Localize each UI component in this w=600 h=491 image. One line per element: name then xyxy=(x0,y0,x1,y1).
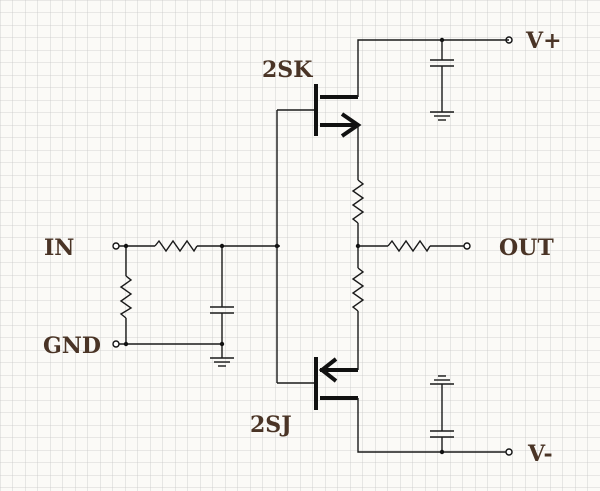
input-series-resistor xyxy=(154,239,198,253)
lower-source-resistor xyxy=(351,267,365,312)
gate-bus xyxy=(276,109,316,384)
source-network xyxy=(351,179,464,370)
output-resistor xyxy=(387,239,431,253)
vminus-decoupling-capacitor xyxy=(430,375,454,455)
input-network xyxy=(119,239,280,367)
label-gnd: GND xyxy=(43,333,101,359)
upper-source-resistor xyxy=(351,179,365,224)
p-channel-mosfet-2sj xyxy=(314,357,506,453)
terminal-gnd[interactable] xyxy=(112,340,120,348)
input-shunt-resistor xyxy=(119,275,133,319)
label-2sk: 2SK xyxy=(262,57,313,83)
terminal-in[interactable] xyxy=(112,242,120,250)
label-vplus: V+ xyxy=(525,28,562,54)
vplus-decoupling-capacitor xyxy=(430,37,454,121)
label-2sj: 2SJ xyxy=(250,412,292,438)
terminal-vminus[interactable] xyxy=(505,448,513,456)
label-vminus: V- xyxy=(527,441,553,467)
terminal-out[interactable] xyxy=(463,242,471,250)
label-in: IN xyxy=(44,235,74,261)
n-channel-mosfet-2sk xyxy=(314,39,509,180)
label-out: OUT xyxy=(499,235,554,261)
ground-icon xyxy=(210,357,234,367)
